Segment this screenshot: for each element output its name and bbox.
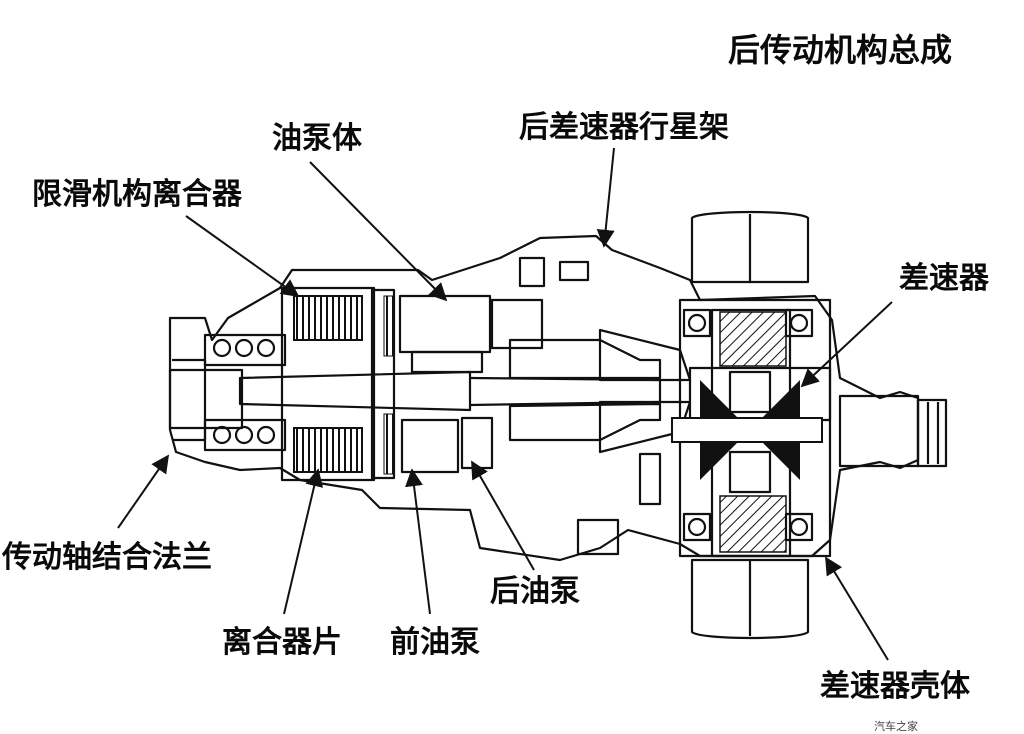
leader-front-pump: [405, 468, 431, 615]
leader-flange: [117, 454, 170, 529]
lsd-clutch-housing: [280, 286, 376, 482]
leader-differential: [800, 301, 893, 388]
label-differential-case: 差速器壳体: [820, 669, 970, 704]
leader-carrier: [596, 147, 615, 248]
label-rear-oil-pump: 后油泵: [490, 574, 580, 609]
leader-rear-pump: [471, 460, 535, 571]
leader-case: [825, 556, 889, 661]
axle-output: [838, 394, 920, 468]
leader-oil-pump-body: [309, 161, 448, 302]
leader-lsd-clutch: [185, 215, 300, 298]
rear-oil-pump: [460, 416, 494, 470]
watermark: 汽车之家 AUTOHOME.COM.CN: [874, 720, 918, 733]
label-oil-pump-body: 油泵体: [272, 121, 362, 156]
oil-pump-body: [398, 294, 492, 354]
label-rear-diff-carrier: 后差速器行星架: [519, 110, 729, 145]
leader-plates: [283, 468, 324, 615]
diagram-title: 后传动机构总成: [728, 31, 953, 69]
label-lsd-clutch: 限滑机构离合器: [32, 177, 242, 212]
pinion-gear: [598, 328, 692, 382]
clutch-plates: [293, 295, 363, 341]
label-driveshaft-flange: 传动轴结合法兰: [2, 540, 212, 575]
main-shaft: [238, 370, 472, 412]
axle-tube-top: [690, 210, 810, 284]
axle-tube-bottom: [690, 558, 810, 640]
label-differential: 差速器: [899, 261, 989, 296]
ring-gear: [710, 308, 792, 558]
front-oil-pump: [400, 418, 460, 474]
label-clutch-plates: 离合器片: [222, 625, 342, 660]
label-front-oil-pump: 前油泵: [390, 625, 480, 660]
